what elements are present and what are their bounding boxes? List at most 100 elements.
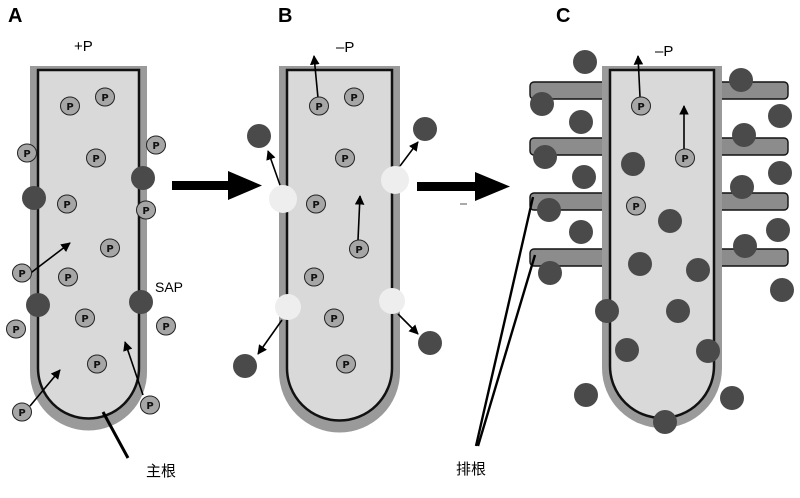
svg-text:P: P xyxy=(350,93,357,104)
svg-text:P: P xyxy=(64,273,71,284)
svg-text:P: P xyxy=(18,408,25,419)
svg-text:P: P xyxy=(681,154,688,165)
phosphate-p: P xyxy=(86,148,106,168)
sap-protein xyxy=(530,92,554,116)
svg-text:P: P xyxy=(92,154,99,165)
panel-a-root-interior xyxy=(36,68,141,420)
svg-text:P: P xyxy=(23,149,30,160)
sap-protein xyxy=(621,152,645,176)
sap-protein xyxy=(615,338,639,362)
panel-a: A +P SAP 主根 P P P P P P P P P P P P P P … xyxy=(6,5,183,480)
sap-protein xyxy=(538,261,562,285)
svg-text:P: P xyxy=(632,202,639,213)
sap-protein xyxy=(653,410,677,434)
phosphate-p: P xyxy=(75,308,95,328)
sap-protein xyxy=(729,68,753,92)
phosphate-p: P xyxy=(309,96,329,116)
panel-c-condition: –P xyxy=(655,43,673,60)
sap-protein xyxy=(720,386,744,410)
svg-text:P: P xyxy=(330,314,337,325)
phosphate-p: P xyxy=(60,96,80,116)
transporter-vesicle xyxy=(379,288,405,314)
svg-text:P: P xyxy=(342,360,349,371)
phosphate-p: P xyxy=(12,263,32,283)
cluster-root-label: 排根 xyxy=(456,461,486,478)
phosphate-p: P xyxy=(146,135,166,155)
main-root-pointer xyxy=(101,411,130,459)
phosphate-p: P xyxy=(156,316,176,336)
sap-protein xyxy=(247,124,271,148)
phosphate-p: P xyxy=(626,196,646,216)
sap-protein xyxy=(22,186,46,210)
svg-text:P: P xyxy=(63,200,70,211)
phosphate-p: P xyxy=(324,308,344,328)
panel-a-condition: +P xyxy=(74,38,93,55)
phosphate-p: P xyxy=(344,87,364,107)
sap-protein xyxy=(131,166,155,190)
sap-protein xyxy=(569,110,593,134)
sap-protein xyxy=(686,258,710,282)
sap-protein xyxy=(666,299,690,323)
sap-protein xyxy=(595,299,619,323)
sap-protein xyxy=(732,123,756,147)
phosphate-p: P xyxy=(349,239,369,259)
sap-protein xyxy=(413,117,437,141)
panel-c: C –P 排根 xyxy=(456,5,794,478)
secretion-arrow xyxy=(399,141,419,167)
sap-protein xyxy=(696,339,720,363)
svg-text:P: P xyxy=(18,269,25,280)
svg-text:P: P xyxy=(315,102,322,113)
sap-protein xyxy=(658,209,682,233)
sap-protein xyxy=(537,198,561,222)
svg-text:P: P xyxy=(146,401,153,412)
sap-protein xyxy=(768,161,792,185)
phosphate-p: P xyxy=(136,200,156,220)
uptake-arrow xyxy=(29,369,61,407)
transporter-vesicle xyxy=(275,294,301,320)
cluster-rootlets xyxy=(529,81,789,267)
sap-protein xyxy=(766,218,790,242)
panel-b-letter: B xyxy=(278,5,292,27)
uptake-arrow xyxy=(633,55,644,98)
sap-protein xyxy=(733,234,757,258)
svg-text:P: P xyxy=(355,245,362,256)
panel-b: B –P P P P P P P P P xyxy=(233,5,442,433)
sap-protein xyxy=(574,383,598,407)
sap-protein xyxy=(129,290,153,314)
svg-text:P: P xyxy=(152,141,159,152)
uptake-arrow xyxy=(354,195,365,241)
panel-b-condition: –P xyxy=(336,39,354,56)
svg-text:P: P xyxy=(637,102,644,113)
sap-protein xyxy=(418,331,442,355)
panel-a-letter: A xyxy=(8,5,22,27)
panel-b-root-interior xyxy=(285,68,394,422)
phosphate-p: P xyxy=(12,402,32,422)
sap-protein xyxy=(569,220,593,244)
svg-text:P: P xyxy=(66,102,73,113)
phosphate-p: P xyxy=(306,194,326,214)
svg-text:P: P xyxy=(101,93,108,104)
phosphate-p: P xyxy=(17,143,37,163)
cluster-root-pointer xyxy=(474,196,535,447)
sap-protein xyxy=(768,104,792,128)
phosphate-p: P xyxy=(58,267,78,287)
uptake-arrow xyxy=(310,55,320,99)
sap-protein xyxy=(26,293,50,317)
uptake-arrow xyxy=(123,341,144,396)
phosphate-p: P xyxy=(87,354,107,374)
panel-c-letter: C xyxy=(556,5,570,27)
secretion-arrow xyxy=(257,319,283,355)
svg-text:P: P xyxy=(142,206,149,217)
transition-arrow-a-b xyxy=(172,171,262,200)
main-root-label: 主根 xyxy=(146,463,176,480)
phosphate-p: P xyxy=(304,267,324,287)
secretion-arrow xyxy=(397,313,419,335)
panel-c-root-interior xyxy=(608,68,716,420)
phosphate-p: P xyxy=(675,148,695,168)
sap-label: SAP xyxy=(155,279,183,295)
cluster-root-pointer xyxy=(476,254,537,447)
svg-text:P: P xyxy=(312,200,319,211)
transition-arrow-b-c xyxy=(417,172,510,201)
sap-protein xyxy=(730,175,754,199)
svg-text:P: P xyxy=(93,360,100,371)
